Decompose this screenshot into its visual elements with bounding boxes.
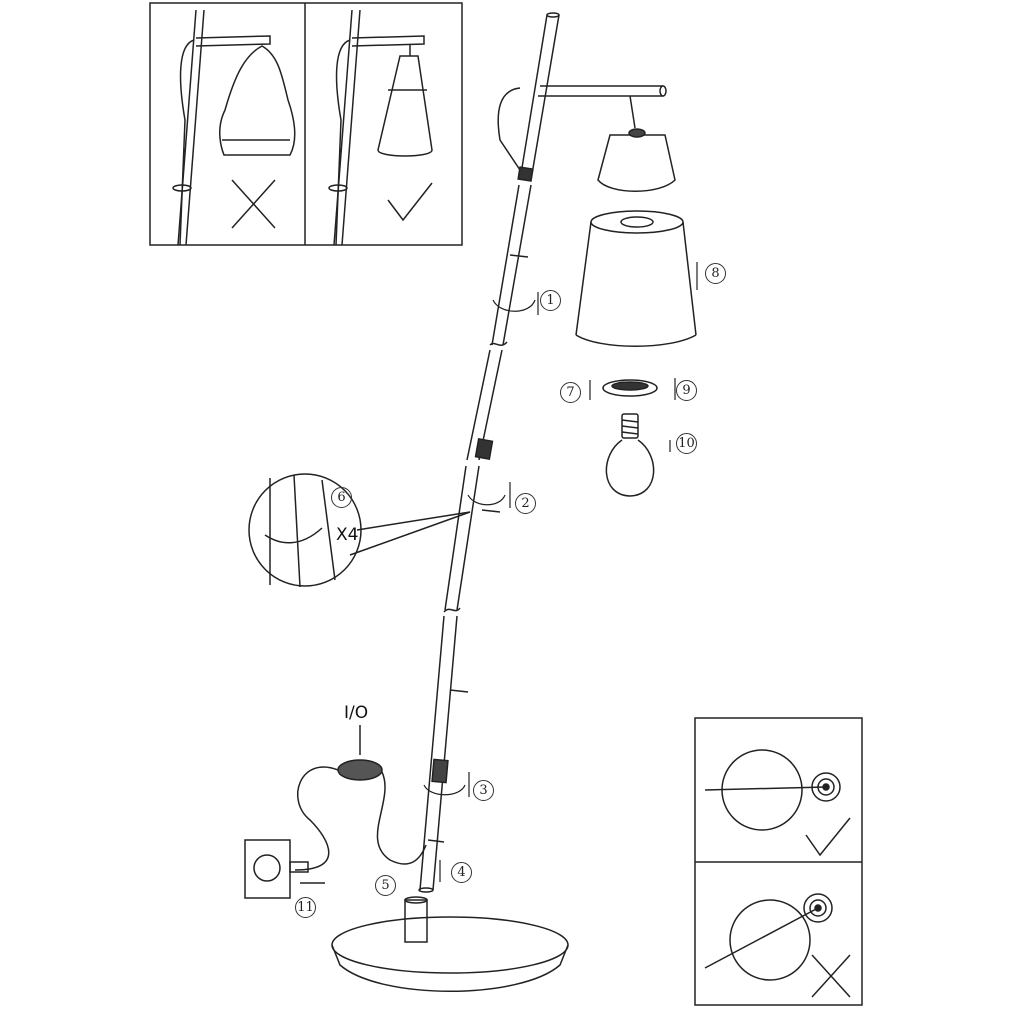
cross-mark-icon bbox=[231, 179, 276, 229]
step-7-label: 7 bbox=[560, 382, 581, 403]
cable-clip-detail-inset bbox=[248, 473, 471, 588]
step-10-label: 10 bbox=[676, 433, 697, 454]
step-4-label: 4 bbox=[451, 862, 472, 883]
step-11-label: 11 bbox=[295, 897, 316, 918]
step-2-label: 2 bbox=[515, 493, 536, 514]
lamp-base bbox=[331, 896, 569, 992]
cross-mark-icon bbox=[811, 954, 851, 998]
clip-count-label: X4 bbox=[336, 525, 359, 545]
check-mark-icon bbox=[387, 182, 433, 222]
rotation-arrows bbox=[423, 262, 698, 882]
step-9-label: 9 bbox=[676, 380, 697, 401]
outer-shade bbox=[575, 210, 697, 347]
glass-shade bbox=[377, 55, 433, 157]
lamp-pole bbox=[418, 12, 667, 893]
switch-label: I/O bbox=[344, 703, 369, 723]
cloth-shade bbox=[219, 45, 296, 156]
step-1-label: 1 bbox=[540, 290, 561, 311]
check-mark-icon bbox=[805, 817, 851, 857]
step-6-label: 6 bbox=[331, 487, 352, 508]
step-3-label: 3 bbox=[473, 780, 494, 801]
light-bulb bbox=[605, 413, 655, 497]
shade-ring bbox=[602, 379, 658, 397]
step-8-label: 8 bbox=[705, 263, 726, 284]
lamp-holder-shade bbox=[597, 128, 676, 192]
foot-switch-and-plug bbox=[244, 725, 427, 899]
shade-hanging-inset bbox=[149, 2, 463, 246]
cable-routing-inset bbox=[694, 717, 863, 1006]
step-5-label: 5 bbox=[375, 875, 396, 896]
